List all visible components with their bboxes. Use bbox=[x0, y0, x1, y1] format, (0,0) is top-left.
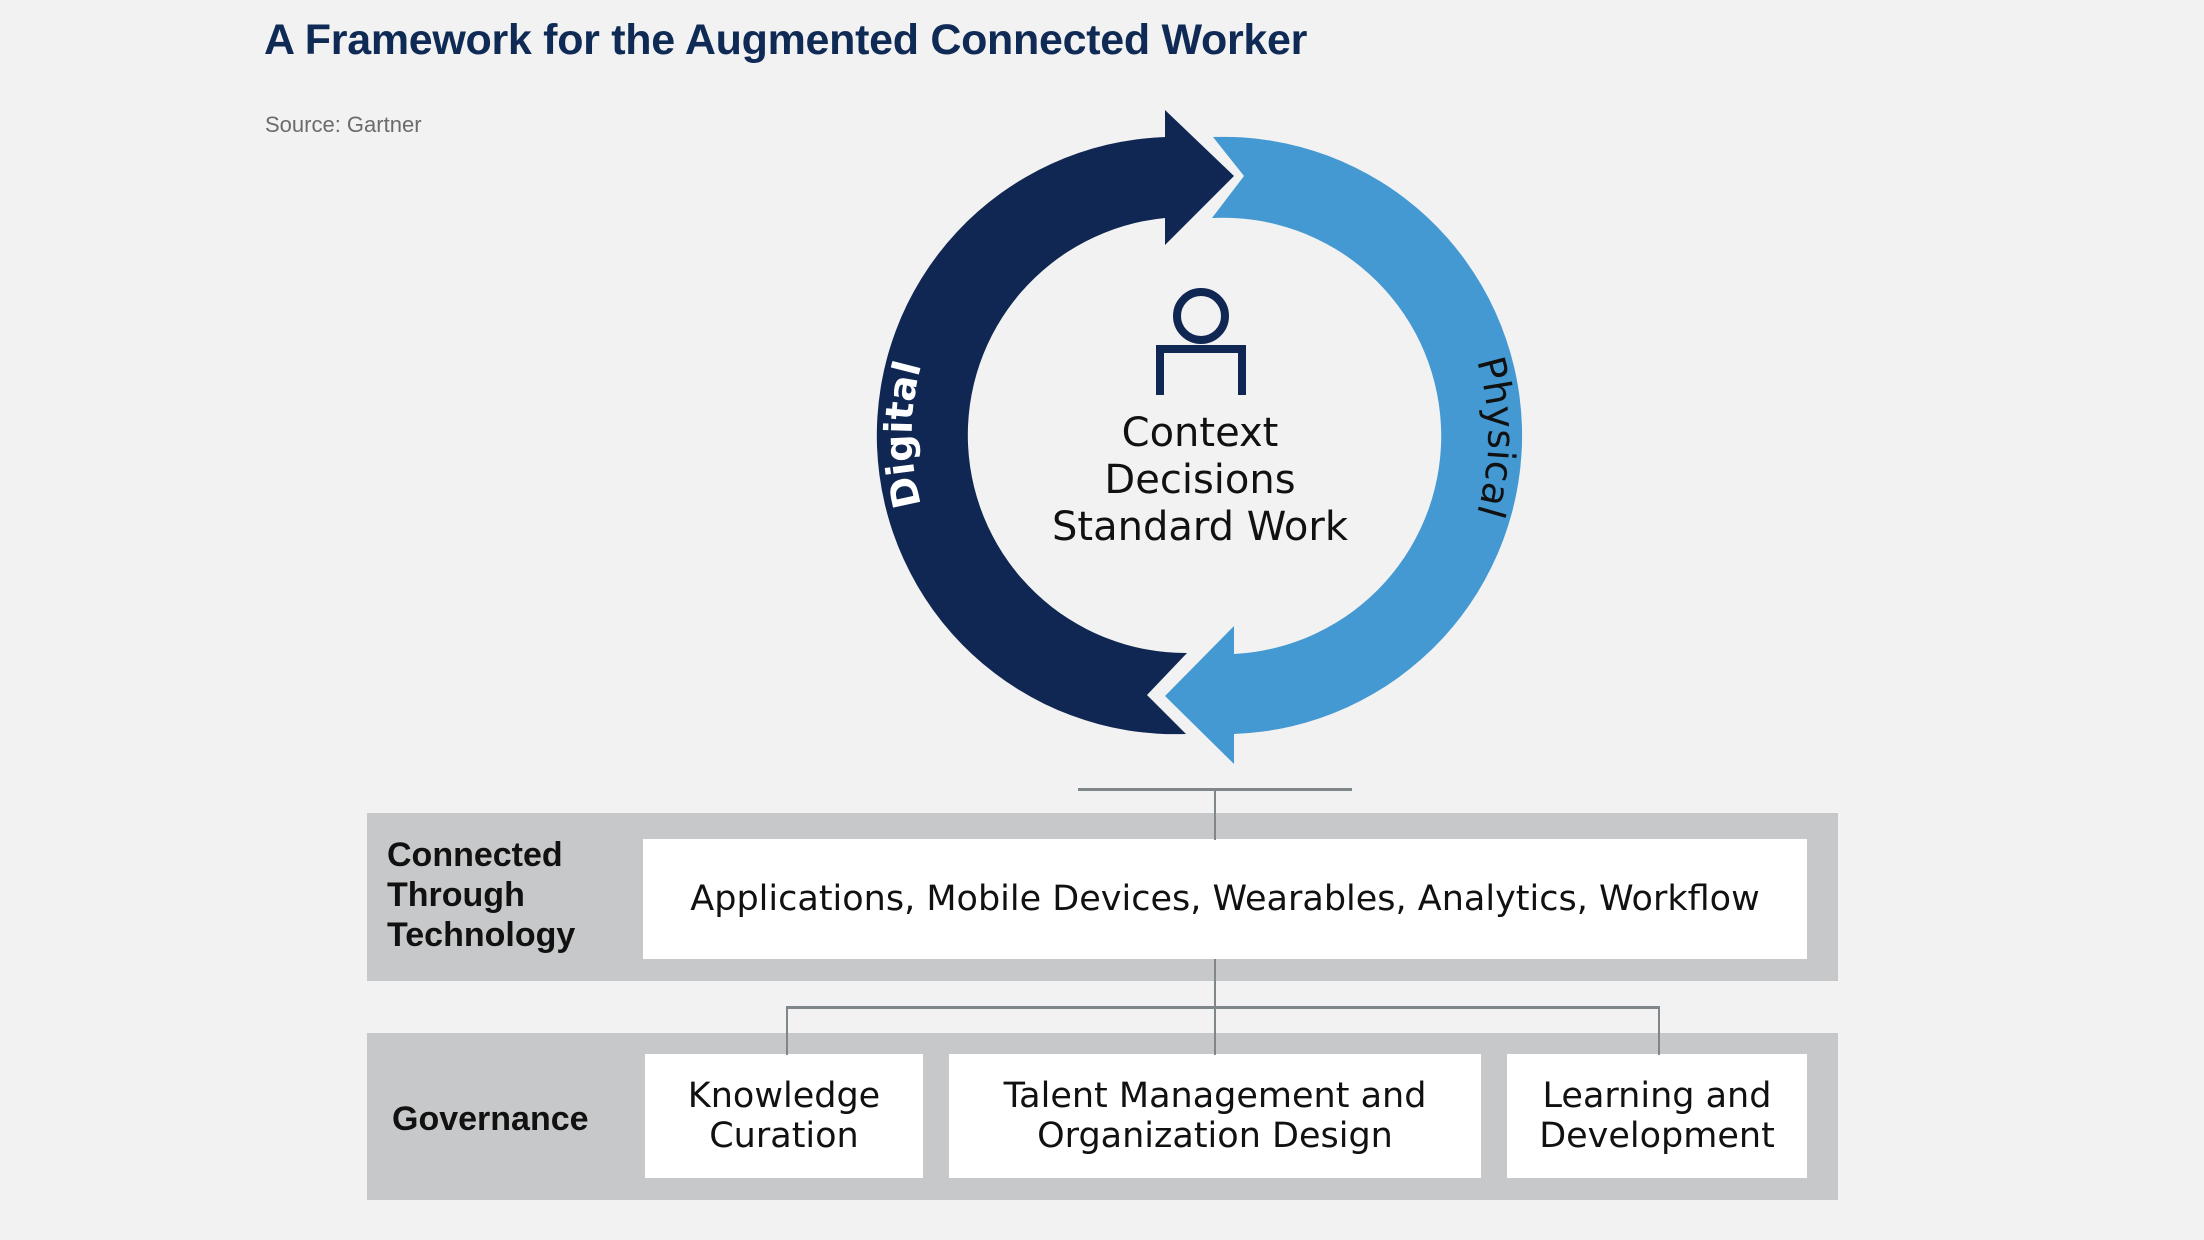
governance-row-label: Governance bbox=[392, 1100, 589, 1138]
label-line: Connected bbox=[387, 836, 563, 874]
digital-arrow bbox=[876, 110, 1234, 735]
page-title: A Framework for the Augmented Connected … bbox=[264, 16, 1308, 64]
center-text: Context Decisions Standard Work bbox=[1000, 410, 1400, 551]
label-line: Technology bbox=[387, 916, 576, 954]
technology-list: Applications, Mobile Devices, Wearables,… bbox=[690, 879, 1760, 919]
person-icon bbox=[1156, 288, 1246, 395]
box-line: Knowledge bbox=[687, 1076, 881, 1116]
governance-connector-bar bbox=[786, 1006, 1660, 1009]
governance-box-learning-development: Learning and Development bbox=[1507, 1054, 1807, 1178]
source-note: Source: Gartner bbox=[265, 112, 422, 137]
top-connector-stem bbox=[1214, 790, 1216, 840]
box-line: Talent Management and bbox=[1003, 1076, 1427, 1116]
box-line: Development bbox=[1539, 1116, 1775, 1156]
governance-box-talent-management: Talent Management and Organization Desig… bbox=[949, 1054, 1481, 1178]
label-line: Through bbox=[387, 876, 525, 914]
governance-connector-right bbox=[1658, 1007, 1660, 1055]
center-line-decisions: Decisions bbox=[1104, 457, 1296, 503]
governance-box-knowledge-curation: Knowledge Curation bbox=[645, 1054, 923, 1178]
governance-connector-left bbox=[786, 1007, 788, 1055]
center-line-context: Context bbox=[1121, 410, 1279, 456]
top-connector-bar bbox=[1078, 788, 1352, 791]
middle-connector-stem bbox=[1214, 959, 1216, 1055]
physical-arrow bbox=[1165, 136, 1523, 765]
box-line: Organization Design bbox=[1037, 1116, 1393, 1156]
technology-row-label: Connected Through Technology bbox=[387, 835, 575, 955]
technology-box: Applications, Mobile Devices, Wearables,… bbox=[643, 839, 1807, 959]
box-line: Learning and bbox=[1542, 1076, 1772, 1116]
box-line: Curation bbox=[709, 1116, 859, 1156]
center-line-standard-work: Standard Work bbox=[1052, 504, 1348, 550]
